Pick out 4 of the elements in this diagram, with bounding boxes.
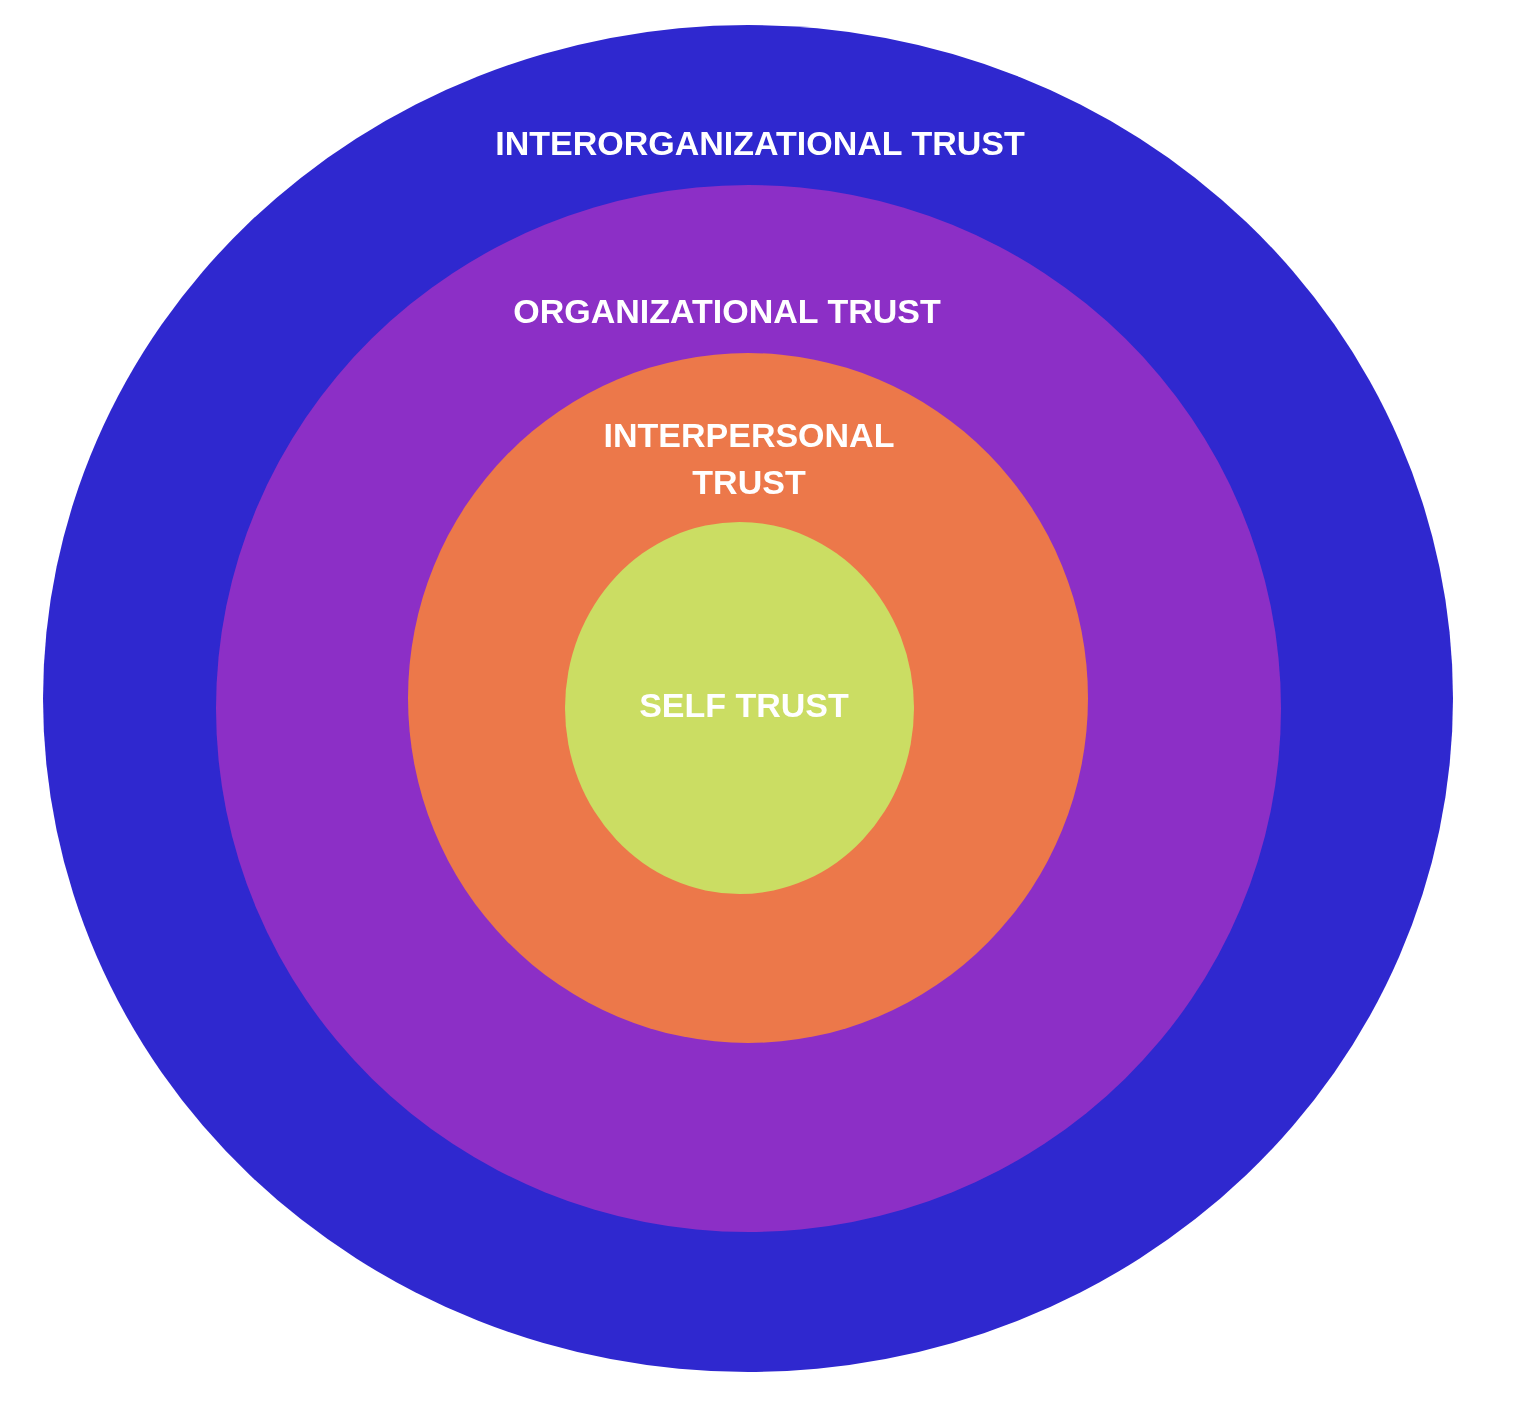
circle-label: INTERORGANIZATIONAL TRUST	[494, 122, 1026, 164]
circle-label: ORGANIZATIONAL TRUST	[512, 290, 942, 332]
circle-label: INTERPERSONAL TRUST	[602, 415, 896, 503]
circle-label: SELF TRUST	[638, 684, 850, 726]
